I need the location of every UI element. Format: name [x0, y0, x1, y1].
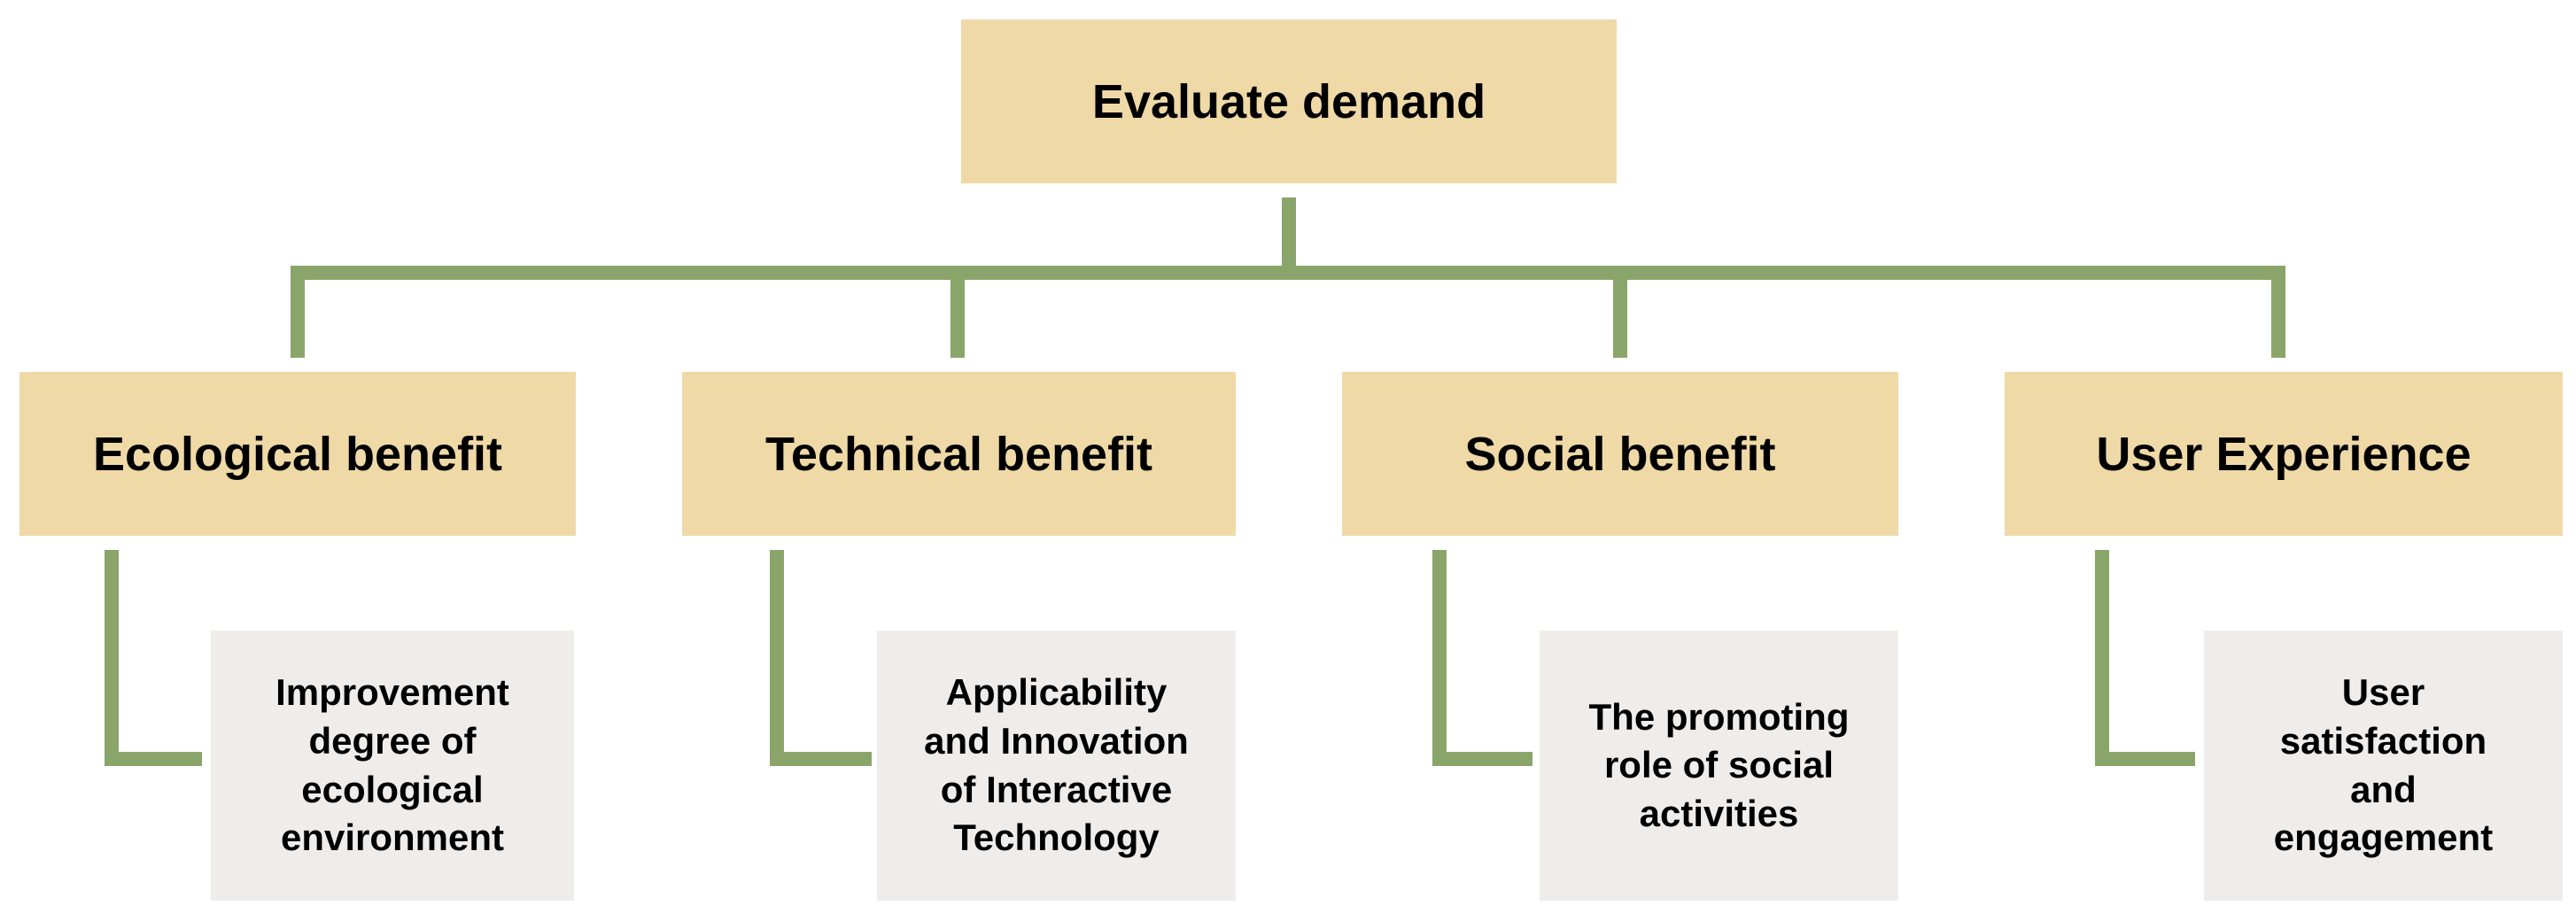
category-node-user-experience: User Experience — [2005, 372, 2563, 536]
leaf-line: environment — [280, 817, 505, 859]
leaf-line: and — [2350, 768, 2417, 810]
leaf-line: Technology — [953, 817, 1160, 859]
leaf-line: ecological — [301, 768, 484, 810]
leaf-node-user-experience: User satisfaction and engagement — [2204, 631, 2563, 901]
leaf-line: and Innovation — [924, 719, 1189, 762]
root-node-label: Evaluate demand — [1091, 74, 1486, 128]
leaf-line: role of social — [1603, 744, 1835, 786]
leaf-line: The promoting — [1588, 695, 1850, 738]
leaf-line: degree of — [308, 719, 477, 762]
category-node-technical: Technical benefit — [682, 372, 1236, 536]
leaf-node-technical: Applicability and Innovation of Interact… — [877, 631, 1236, 901]
category-label: Ecological benefit — [92, 427, 503, 481]
leaf-line: activities — [1639, 792, 1799, 834]
leaf-line: User — [2341, 671, 2425, 714]
category-label: Technical benefit — [764, 427, 1153, 481]
leaf-line: Applicability — [945, 671, 1168, 714]
leaf-node-ecological: Improvement degree of ecological environ… — [211, 631, 574, 901]
leaf-line: Improvement — [275, 671, 509, 714]
root-node: Evaluate demand — [961, 19, 1617, 183]
leaf-node-social: The promoting role of social activities — [1540, 631, 1898, 901]
leaf-line: engagement — [2273, 817, 2494, 859]
category-label: Social benefit — [1464, 427, 1776, 481]
category-label: User Experience — [2096, 427, 2471, 481]
leaf-line: of Interactive — [940, 768, 1173, 810]
category-node-social: Social benefit — [1342, 372, 1898, 536]
leaf-line: satisfaction — [2279, 719, 2487, 762]
category-node-ecological: Ecological benefit — [19, 372, 576, 536]
